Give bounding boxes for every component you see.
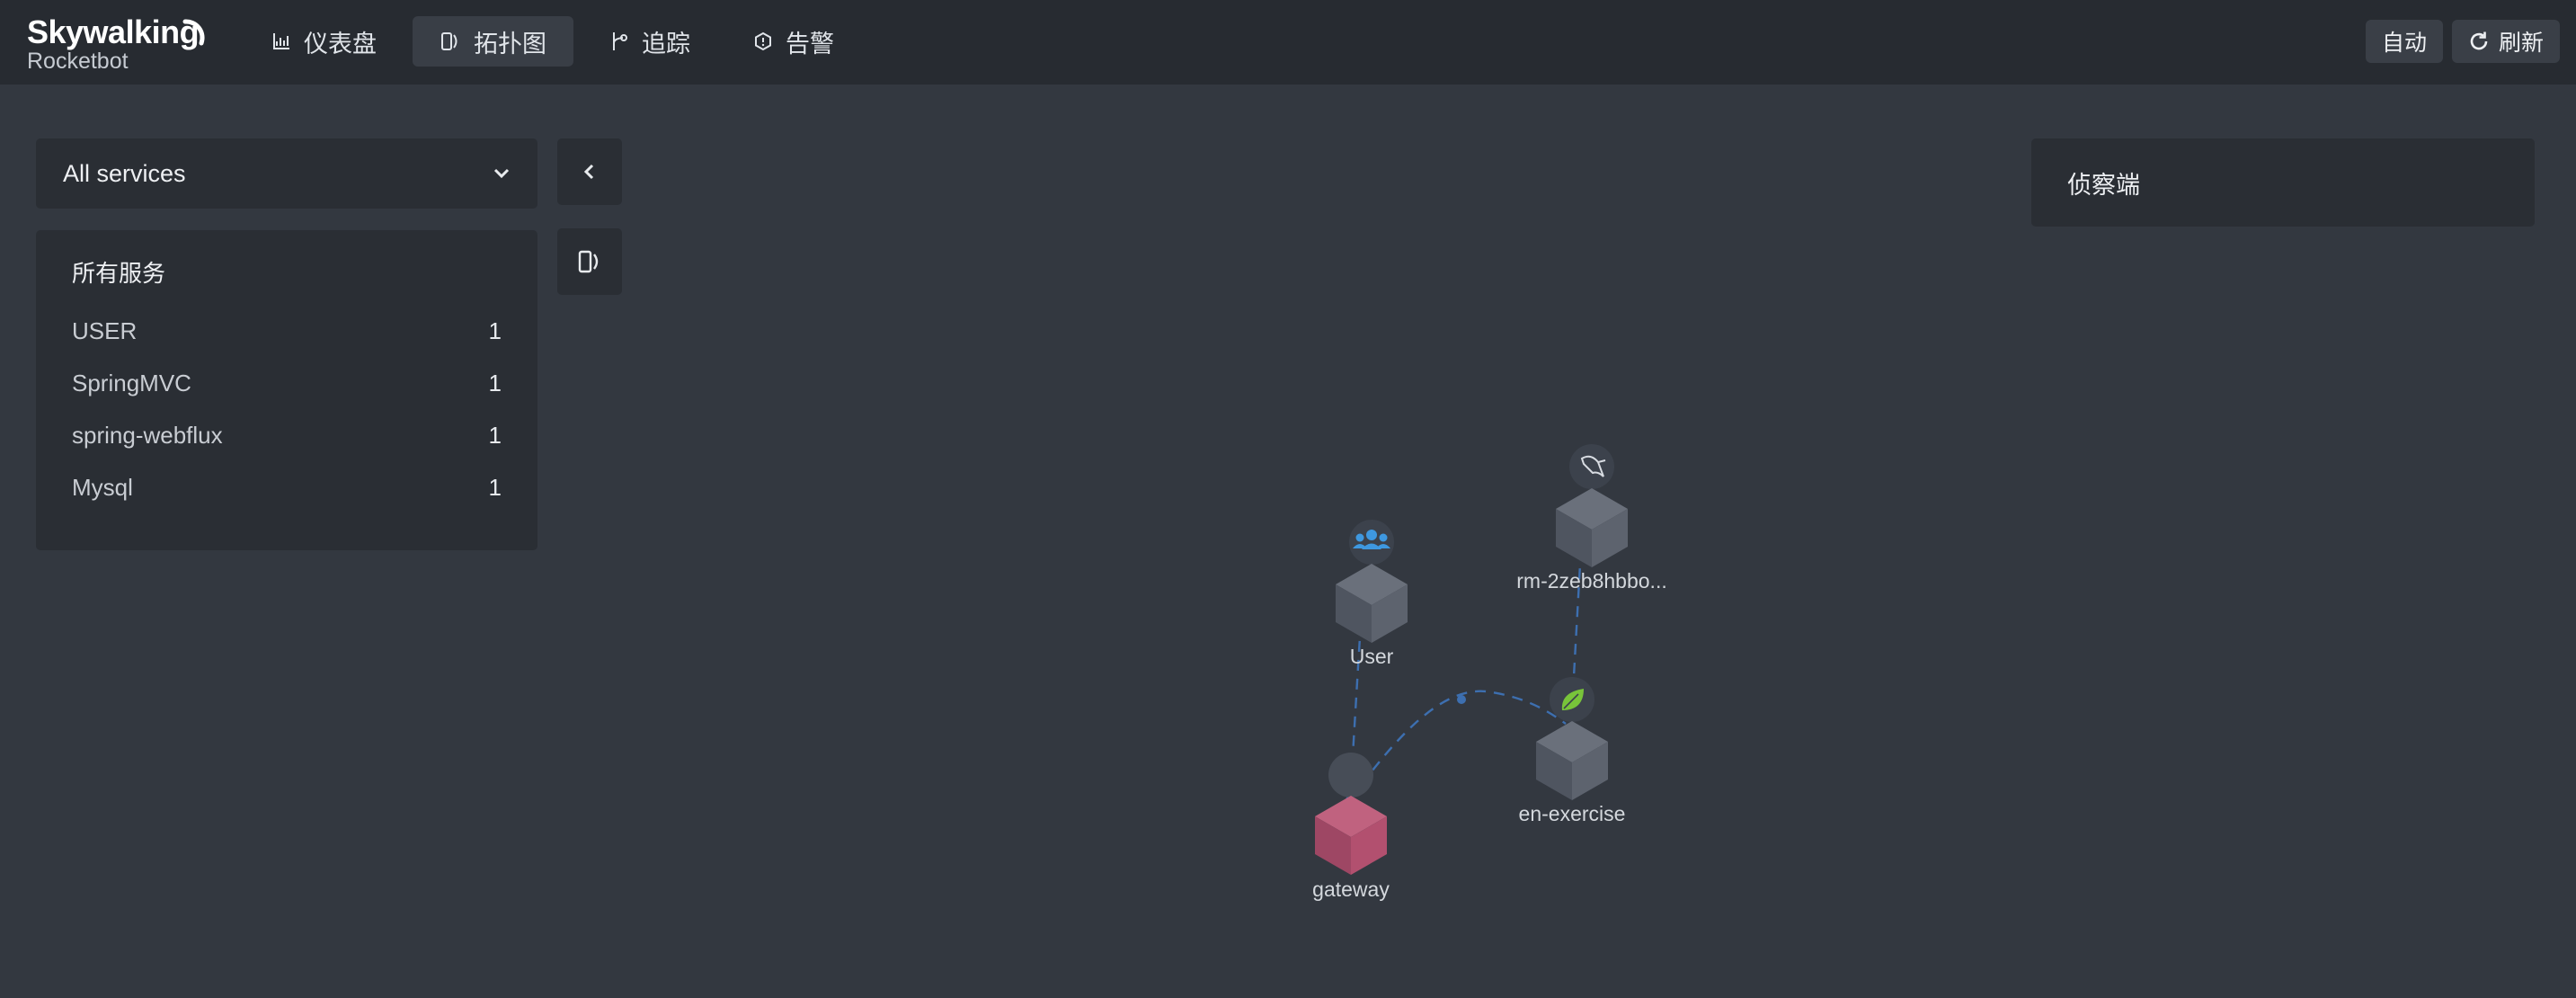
probe-panel-title: 侦察端 [2067, 171, 2140, 200]
top-bar: Skywalking Rocketbot 仪表盘 拓扑图 [0, 0, 2576, 85]
logo-arc-icon [182, 19, 205, 46]
nav-trace-label: 追踪 [642, 30, 690, 58]
node-badge [1569, 444, 1614, 489]
service-row-mysql[interactable]: Mysql 1 [72, 474, 502, 526]
services-panel: 所有服务 USER 1 SpringMVC 1 spring-webflux 1… [36, 230, 537, 550]
node-cube [1336, 564, 1408, 643]
nav-topology[interactable]: 拓扑图 [413, 16, 573, 67]
topology-node-exercise[interactable]: en-exercise [1519, 677, 1626, 825]
auto-button[interactable]: 自动 [2365, 20, 2443, 63]
service-select[interactable]: All services [36, 138, 537, 209]
service-name: SpringMVC [72, 370, 191, 397]
services-panel-title: 所有服务 [72, 261, 166, 288]
topology-node-gateway[interactable]: gateway [1312, 753, 1390, 901]
chevron-down-icon [493, 168, 510, 179]
topology-icon [441, 32, 457, 50]
service-count: 1 [488, 422, 502, 449]
service-name: Mysql [72, 474, 133, 501]
auto-button-label: 自动 [2381, 30, 2427, 56]
nav-dashboard[interactable]: 仪表盘 [244, 16, 404, 67]
service-row-user[interactable]: USER 1 [72, 317, 502, 370]
alarm-icon [755, 31, 771, 51]
refresh-icon [2470, 31, 2488, 50]
main-nav: 仪表盘 拓扑图 追踪 告警 [244, 16, 870, 67]
nav-topology-label: 拓扑图 [474, 30, 546, 58]
users-icon [1353, 530, 1390, 549]
top-right-actions: 自动 刷新 [2365, 20, 2560, 63]
service-select-value: All services [63, 159, 186, 187]
refresh-button-label: 刷新 [2498, 30, 2544, 56]
service-count: 1 [488, 474, 502, 501]
node-badge [1349, 520, 1394, 565]
node-cube [1315, 796, 1387, 875]
node-badge [1328, 753, 1373, 798]
node-cube [1536, 721, 1608, 800]
service-name: spring-webflux [72, 422, 223, 449]
logo-title: Skywalking [27, 13, 200, 50]
chart-icon [273, 33, 289, 49]
collapse-panel-button[interactable] [557, 138, 622, 205]
refresh-button[interactable]: 刷新 [2451, 20, 2560, 63]
spring-leaf-icon [1561, 689, 1584, 710]
service-name: USER [72, 317, 138, 344]
mysql-icon [1580, 455, 1606, 477]
topology-node-user[interactable]: User [1336, 520, 1408, 668]
nav-trace[interactable]: 追踪 [582, 16, 717, 67]
nav-dashboard-label: 仪表盘 [304, 30, 377, 58]
node-cube [1556, 488, 1628, 567]
node-label: gateway [1312, 878, 1390, 901]
logo-subtitle: Rocketbot [27, 49, 129, 74]
service-count: 1 [488, 317, 502, 344]
probe-panel: 侦察端 [2031, 138, 2535, 227]
nav-alarm[interactable]: 告警 [726, 16, 861, 67]
service-count: 1 [488, 370, 502, 397]
edge-gateway-exercise[interactable] [1349, 690, 1567, 801]
node-label: rm-2zeb8hbbo... [1516, 569, 1666, 593]
node-label: en-exercise [1519, 802, 1626, 825]
service-row-spring-webflux[interactable]: spring-webflux 1 [72, 422, 502, 474]
chevron-left-icon [583, 164, 594, 180]
node-label: User [1350, 645, 1394, 668]
topology-view-button[interactable] [557, 228, 622, 295]
trace-icon [613, 32, 627, 50]
topology-node-mysql[interactable]: rm-2zeb8hbbo... [1516, 444, 1667, 593]
nav-alarm-label: 告警 [786, 30, 834, 58]
edge-dot [1457, 695, 1466, 704]
service-row-springmvc[interactable]: SpringMVC 1 [72, 370, 502, 422]
topology-icon [578, 250, 599, 273]
logo[interactable]: Skywalking Rocketbot [27, 13, 205, 74]
